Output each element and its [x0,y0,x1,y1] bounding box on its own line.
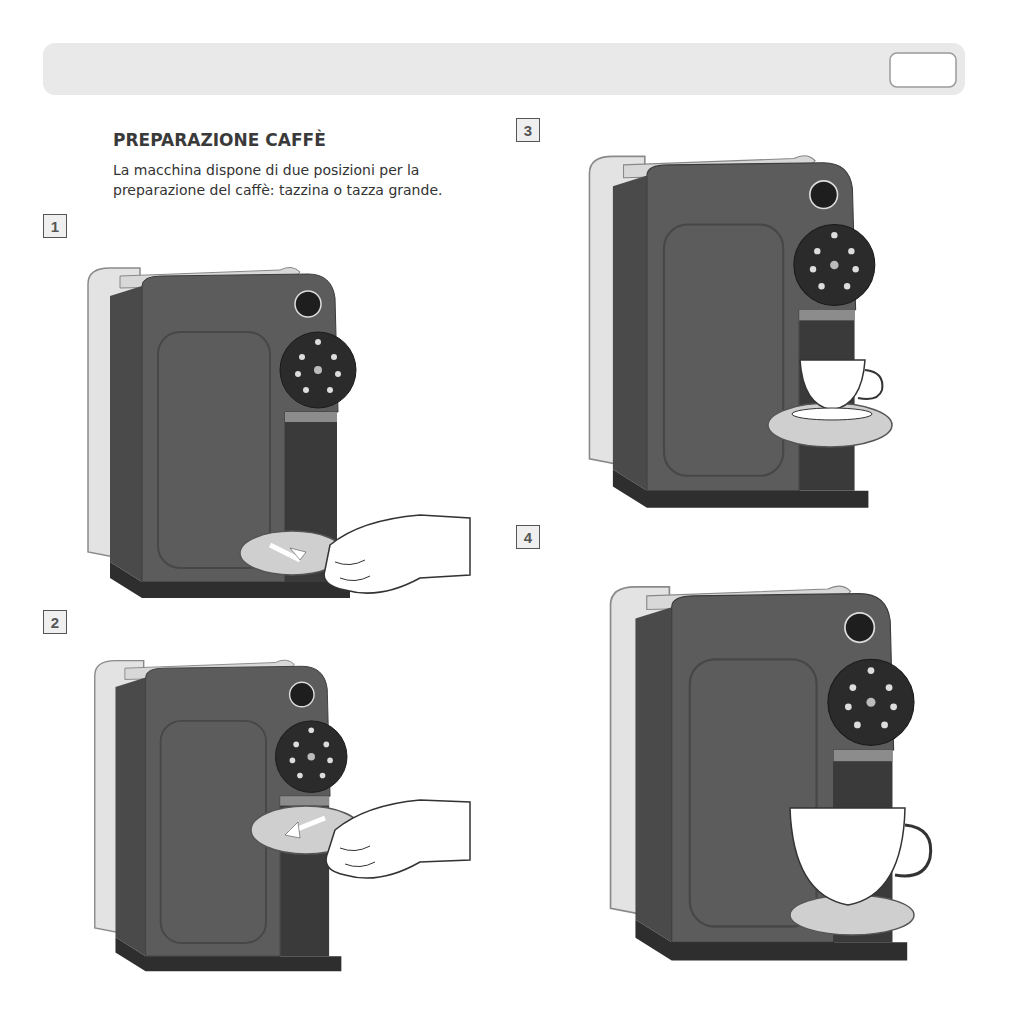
step-number-box: 1 [43,214,67,238]
section-title: PREPARAZIONE CAFFÈ [113,130,326,150]
intro-text: La macchina dispone di due posizioni per… [113,160,498,200]
step-number-box: 2 [43,610,67,634]
step-number-box: 4 [516,525,540,549]
step-number: 3 [524,123,532,138]
step-number-box: 3 [516,118,540,142]
step-number: 1 [51,219,59,234]
step-number: 4 [524,530,532,545]
step-number: 2 [51,615,59,630]
